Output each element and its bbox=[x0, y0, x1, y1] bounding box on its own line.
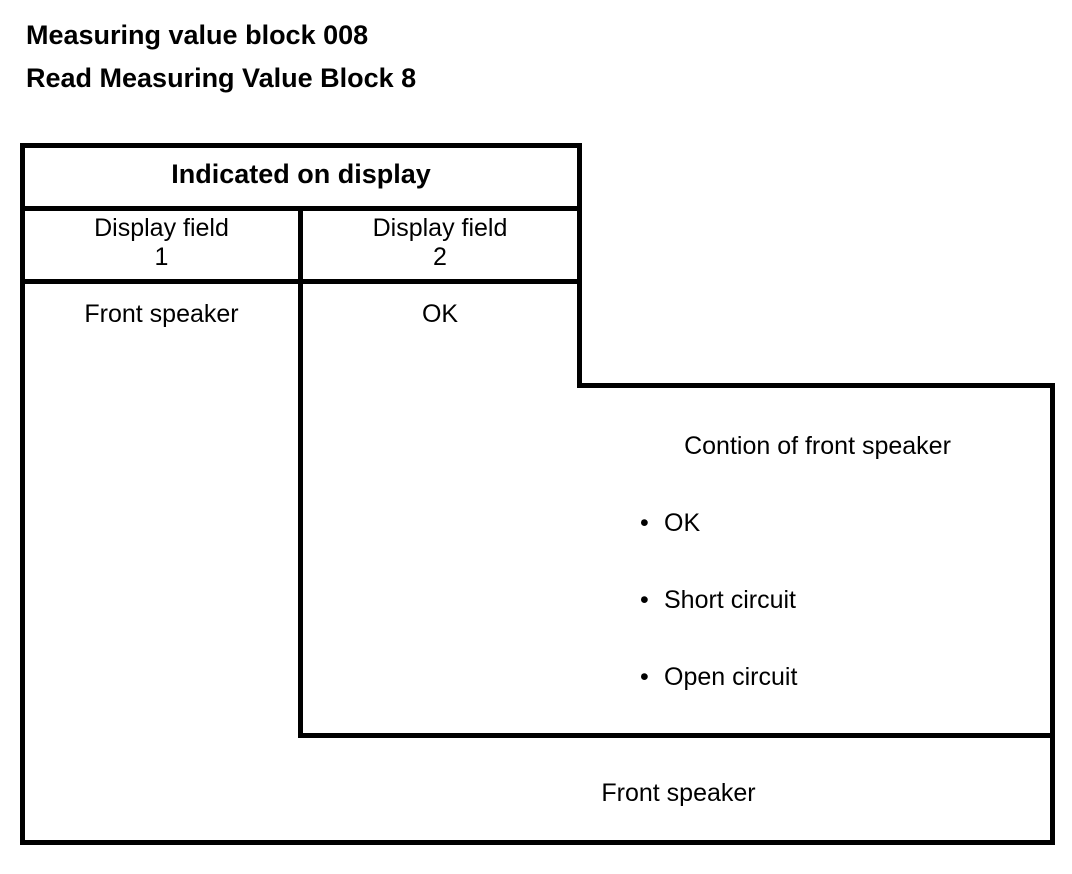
callout-heading: Contion of front speaker bbox=[580, 431, 1055, 461]
table-right-border-upper bbox=[577, 143, 582, 387]
column-header-display-field-2: Display field 2 bbox=[303, 214, 577, 276]
list-item: • Open circuit bbox=[640, 662, 797, 692]
bottom-band-top-divider bbox=[298, 733, 1055, 738]
callout-top-border bbox=[577, 383, 1055, 388]
list-item: • Short circuit bbox=[640, 585, 796, 615]
group-header-label: Indicated on display bbox=[171, 159, 431, 189]
column-header-display-field-1: Display field 1 bbox=[25, 214, 298, 276]
list-item-label: Short circuit bbox=[664, 586, 796, 614]
list-item-label: Open circuit bbox=[664, 663, 798, 691]
column-header-1-label: Display field 1 bbox=[94, 214, 229, 271]
page-title: Measuring value block 008 Read Measuring… bbox=[26, 14, 826, 100]
table-cell-value: Front speaker bbox=[84, 300, 239, 328]
page-title-line-1: Measuring value block 008 bbox=[26, 20, 369, 50]
callout-heading-label: Contion of front speaker bbox=[684, 432, 951, 460]
figure-bottom-border bbox=[20, 840, 1055, 845]
bullet-icon: • bbox=[640, 663, 649, 691]
bottom-band-text: Front speaker bbox=[601, 779, 756, 807]
table-row-field-1: Front speaker bbox=[25, 300, 298, 334]
bottom-band-label: Front speaker bbox=[302, 778, 1055, 808]
group-header-cell: Indicated on display bbox=[25, 160, 577, 202]
column-header-2-label: Display field 2 bbox=[372, 214, 508, 271]
table-top-border bbox=[20, 143, 582, 148]
figure-right-border bbox=[1050, 383, 1055, 845]
bullet-icon: • bbox=[640, 586, 649, 614]
column-divider bbox=[298, 206, 303, 738]
list-item-label: OK bbox=[664, 509, 701, 537]
table-left-border bbox=[20, 143, 25, 845]
page-title-line-2: Read Measuring Value Block 8 bbox=[26, 63, 417, 93]
table-cell-value: OK bbox=[421, 300, 459, 328]
table-row-field-2: OK bbox=[303, 300, 577, 334]
bullet-icon: • bbox=[640, 509, 649, 537]
list-item: • OK bbox=[640, 508, 700, 538]
